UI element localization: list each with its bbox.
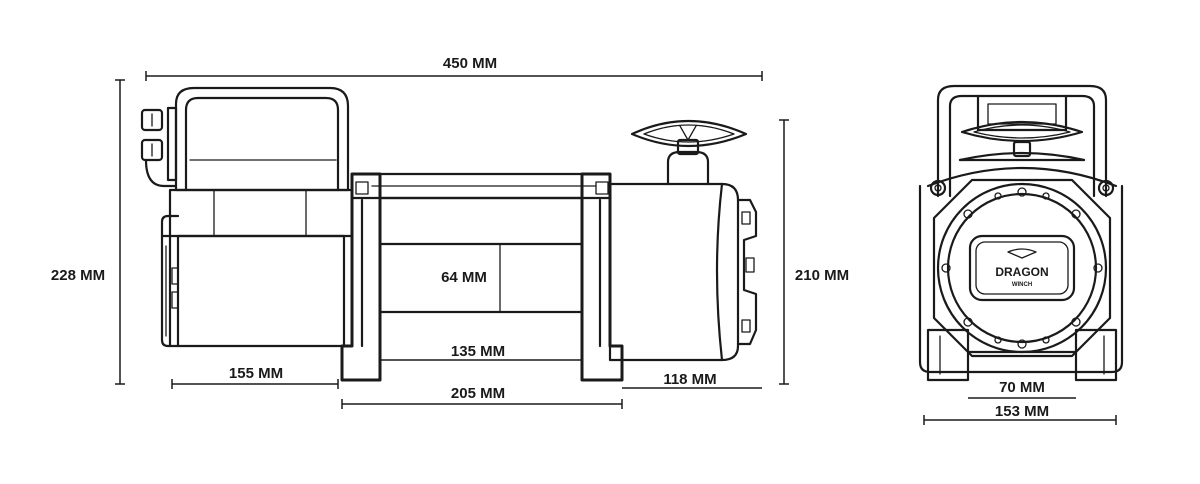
winch-front-view: DRAGON WINCH bbox=[918, 84, 1124, 382]
label-overall-length: 450 MM bbox=[443, 55, 497, 72]
label-overall-height: 228 MM bbox=[51, 267, 105, 284]
winch-side-view bbox=[140, 86, 758, 382]
dimension-lines bbox=[115, 71, 1117, 425]
label-drum-length: 135 MM bbox=[451, 343, 505, 360]
dimension-labels: 450 MM 228 MM 210 MM 155 MM 64 MM 135 MM… bbox=[51, 55, 1049, 420]
label-drum-diameter: 64 MM bbox=[441, 269, 487, 286]
label-mount-span: 205 MM bbox=[451, 385, 505, 402]
label-front-overall-width: 153 MM bbox=[995, 403, 1049, 420]
label-gearbox-height: 210 MM bbox=[795, 267, 849, 284]
label-front-mount-width: 70 MM bbox=[999, 379, 1045, 396]
logo-sub: WINCH bbox=[1012, 282, 1032, 288]
label-motor-length: 155 MM bbox=[229, 365, 283, 382]
logo-brand: DRAGON bbox=[995, 265, 1048, 279]
label-gearbox-length: 118 MM bbox=[663, 371, 716, 388]
